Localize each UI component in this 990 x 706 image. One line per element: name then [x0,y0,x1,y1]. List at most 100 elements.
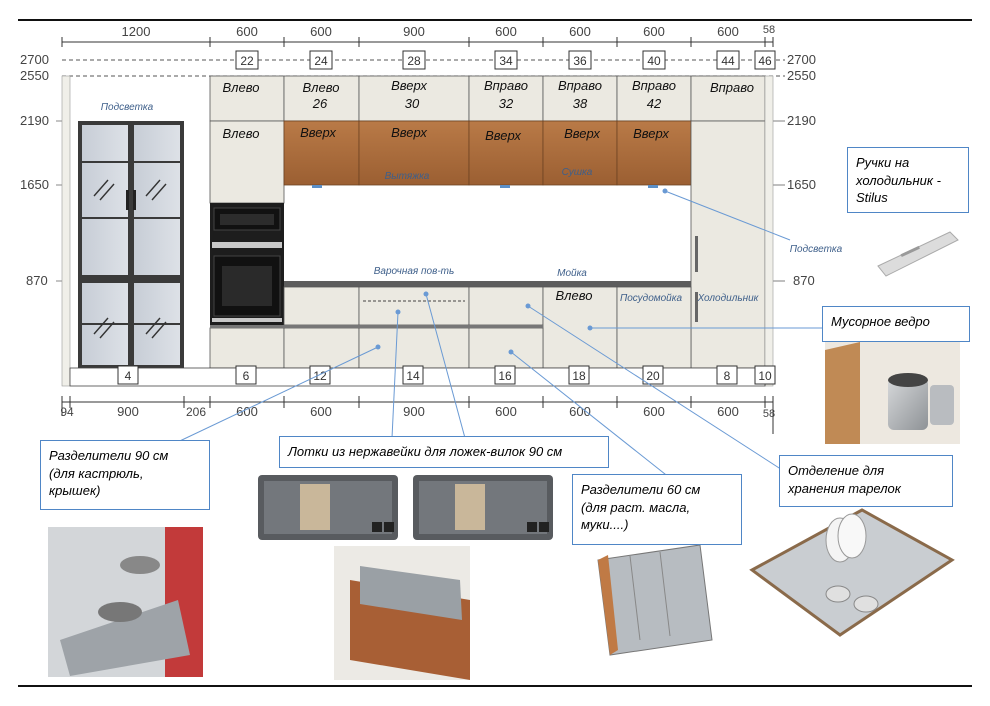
top-width-3: 600 [310,24,332,39]
fridge-column [690,120,766,369]
top-width-2: 600 [236,24,258,39]
module-number-12: 12 [313,369,327,383]
opening-middle-3: Вверх [391,125,427,140]
photo-dividers-60 [597,544,713,656]
opening-upper-3: Вверх [391,78,427,93]
module-number-14: 14 [406,369,420,383]
right-end-panel [764,75,774,387]
upper-cabinets [209,75,766,122]
label-dryer: Сушка [562,167,593,178]
top-width-8: 600 [717,24,739,39]
height-right-2190: 2190 [787,113,816,128]
module-number-16: 16 [498,369,512,383]
bottom-width-11: 58 [763,408,775,420]
callout-dividers-60: Разделители 60 см (для раст. масла, муки… [572,474,742,545]
bottom-dimension-line [61,396,774,434]
module-number-6: 6 [243,369,250,383]
bottom-width-6: 900 [403,404,425,419]
opening-middle-1: Влево [223,126,260,141]
height-right-870: 870 [793,273,815,288]
module-number-46: 46 [758,54,772,68]
top-dimension-line [61,37,774,47]
glass-cabinet [78,121,184,368]
bottom-width-9: 600 [643,404,665,419]
top-width-5: 600 [495,24,517,39]
bottom-width-7: 600 [495,404,517,419]
leader-dots [375,188,668,355]
height-left-2190: 2190 [20,113,49,128]
opening-upper-2: Влево [303,80,340,95]
upper-number-38: 38 [573,96,588,111]
callout-trash-bin: Мусорное ведро [822,306,970,342]
leader-lines [164,190,822,479]
opening-upper-6: Вправо [632,78,676,93]
height-right-2550: 2550 [787,68,816,83]
top-width-9: 58 [763,24,775,36]
photo-fridge-handle [877,231,959,277]
module-number-10: 10 [758,369,772,383]
photo-pots-drawer [48,527,203,677]
left-end-panel [61,75,71,387]
top-width-1: 1200 [122,24,151,39]
label-backlight-left: Подсветка [101,102,154,113]
opening-upper-7: Вправо [710,80,754,95]
upper-number-42: 42 [647,96,662,111]
label-dishwasher: Посудомойка [620,293,682,304]
module-number-22: 22 [240,54,254,68]
bottom-width-3: 206 [186,405,206,419]
height-left-1650: 1650 [20,177,49,192]
bottom-width-1: 94 [60,405,74,419]
opening-middle-2: Вверх [300,125,336,140]
opening-middle-6: Вверх [633,126,669,141]
opening-upper-1: Влево [223,80,260,95]
module-number-4: 4 [125,369,132,383]
callout-fridge-handles: Ручки на холодильник - Stilus [847,147,969,213]
module-number-44: 44 [721,54,735,68]
module-number-40: 40 [647,54,661,68]
module-number-28: 28 [407,54,421,68]
bottom-width-5: 600 [310,404,332,419]
bottom-width-10: 600 [717,404,739,419]
photo-trash-bin [825,342,960,444]
height-left-2700: 2700 [20,52,49,67]
module-number-34: 34 [499,54,513,68]
photo-cutlery-tray-2 [413,475,553,540]
drawer-rail [210,325,543,328]
countertop [284,281,691,287]
upper-number-30: 30 [405,96,420,111]
photo-cutlery-tray-1 [258,475,398,540]
opening-upper-5: Вправо [558,78,602,93]
label-fridge: Холодильник [697,293,760,304]
module-number-18: 18 [572,369,586,383]
height-left-870: 870 [26,273,48,288]
module-number-20: 20 [646,369,660,383]
height-right-1650: 1650 [787,177,816,192]
bottom-width-8: 600 [569,404,591,419]
module-number-24: 24 [314,54,328,68]
label-hob: Варочная пов-ть [374,266,454,277]
callout-cutlery-trays: Лотки из нержавейки для ложек-вилок 90 с… [279,436,609,468]
label-hood: Вытяжка [385,171,430,182]
callout-dividers-90: Разделители 90 см (для кастрюль, крышек) [40,440,210,510]
opening-middle-5: Вверх [564,126,600,141]
opening-upper-4: Вправо [484,78,528,93]
label-backlight-right: Подсветка [790,244,843,255]
upper-number-26: 26 [312,96,328,111]
middle-cabinet-left [209,120,285,204]
height-right-2700: 2700 [787,52,816,67]
module-number-8: 8 [724,369,731,383]
bottom-width-4: 600 [236,404,258,419]
height-left-2550: 2550 [20,68,49,83]
built-in-ovens [210,203,284,325]
wood-cabinets [283,120,692,186]
top-width-6: 600 [569,24,591,39]
bottom-width-2: 900 [117,404,139,419]
callout-plate-storage: Отделение для хранения тарелок [779,455,953,507]
photo-open-drawers [334,546,470,680]
module-number-36: 36 [573,54,587,68]
photo-plate-drawer [749,508,955,637]
opening-middle-4: Вверх [485,128,521,143]
top-width-7: 600 [643,24,665,39]
light-markers [312,185,658,188]
